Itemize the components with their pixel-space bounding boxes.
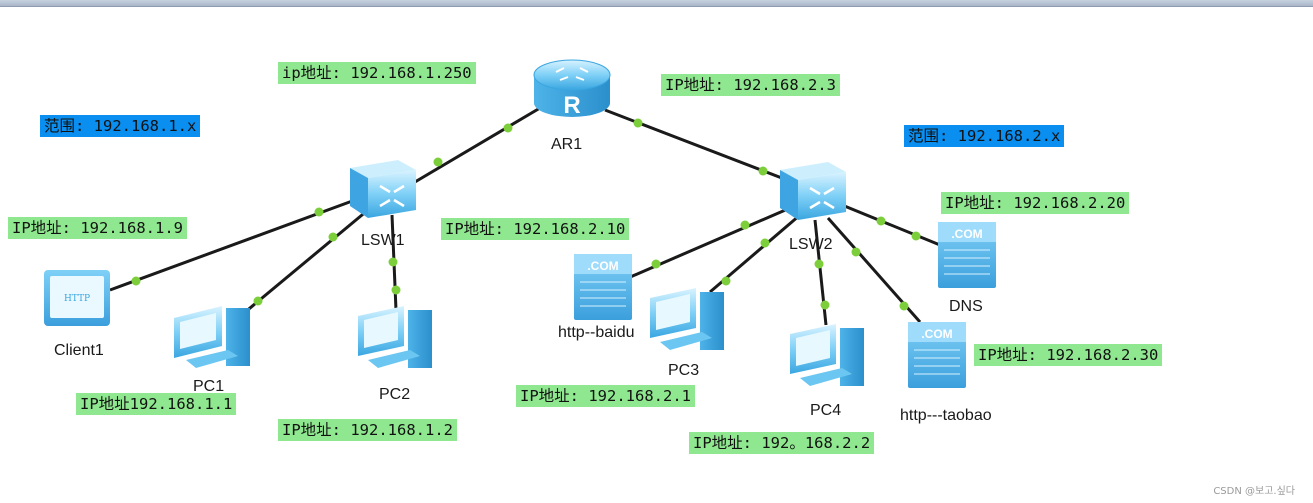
port-dot: [433, 157, 443, 167]
router-ar1-icon: R: [533, 59, 611, 119]
pc3-icon: [650, 288, 724, 350]
device-name-http-baidu: http--baidu: [558, 324, 635, 341]
port-dot: [876, 216, 886, 226]
pc1-icon: [174, 306, 250, 368]
svg-text:HTTP: HTTP: [64, 294, 90, 304]
server-dns-icon: .COM: [938, 222, 996, 288]
port-dot: [814, 259, 824, 269]
port-dot: [758, 166, 768, 176]
port-dot: [721, 276, 731, 286]
range-label-right: 范围: 192.168.2.x: [904, 125, 1065, 147]
svg-text:.COM: .COM: [951, 227, 982, 241]
port-dot: [503, 123, 513, 133]
pc4-icon: [790, 324, 864, 386]
ip-label-http-taobao: IP地址: 192.168.2.30: [974, 344, 1163, 366]
port-dot: [328, 232, 338, 242]
device-name-ar1: AR1: [551, 136, 583, 153]
http-client-icon: HTTP: [44, 270, 110, 326]
port-dot: [740, 220, 750, 230]
server-taobao-icon: .COM: [908, 322, 966, 388]
device-name-http-taobao: http---taobao: [900, 407, 992, 424]
svg-text:.COM: .COM: [921, 327, 952, 341]
link-lsw1-client1: [109, 198, 356, 292]
port-dot: [314, 207, 324, 217]
server-baidu-icon: .COM: [574, 254, 632, 320]
device-name-lsw1: LSW1: [361, 232, 405, 249]
device-name-pc1: PC1: [193, 378, 225, 395]
port-dot: [820, 300, 830, 310]
device-name-client1: Client1: [54, 342, 104, 359]
link-lsw2-dns: [841, 203, 941, 247]
device-name-pc4: PC4: [810, 402, 842, 419]
device-name-lsw2: LSW2: [789, 236, 833, 253]
watermark: CSDN @보고.싶다: [1213, 486, 1295, 497]
ip-label-dns: IP地址: 192.168.2.20: [941, 192, 1130, 214]
link-ar1-lsw1: [397, 106, 541, 194]
device-name-pc2: PC2: [379, 386, 411, 403]
ip-label-ar1-left: ip地址: 192.168.1.250: [278, 62, 476, 84]
port-dot: [633, 118, 643, 128]
port-dot: [651, 259, 661, 269]
port-dot: [388, 257, 398, 267]
ip-label-pc1: IP地址192.168.1.1: [76, 393, 237, 415]
port-dot: [253, 296, 263, 306]
ip-label-client1: IP地址: 192.168.1.9: [8, 217, 187, 239]
window-top-border: [0, 0, 1313, 7]
switch-lsw1-icon: [350, 160, 416, 218]
ip-label-pc3: IP地址: 192.168.2.1: [516, 385, 695, 407]
port-dot: [911, 231, 921, 241]
ip-label-http-baidu: IP地址: 192.168.2.10: [441, 218, 630, 240]
ip-label-ar1-right: IP地址: 192.168.2.3: [661, 74, 840, 96]
ip-label-pc4: IP地址: 192。168.2.2: [689, 432, 875, 454]
port-dot: [760, 238, 770, 248]
switch-lsw2-icon: [780, 162, 846, 220]
ip-label-pc2: IP地址: 192.168.1.2: [278, 419, 457, 441]
range-label-left: 范围: 192.168.1.x: [40, 115, 201, 137]
port-dot: [851, 247, 861, 257]
svg-text:R: R: [563, 92, 580, 119]
pc2-icon: [358, 306, 432, 368]
svg-text:.COM: .COM: [587, 259, 618, 273]
port-dot: [391, 285, 401, 295]
port-dot: [899, 301, 909, 311]
device-name-dns: DNS: [949, 298, 983, 315]
device-name-pc3: PC3: [668, 362, 700, 379]
port-dot: [131, 276, 141, 286]
